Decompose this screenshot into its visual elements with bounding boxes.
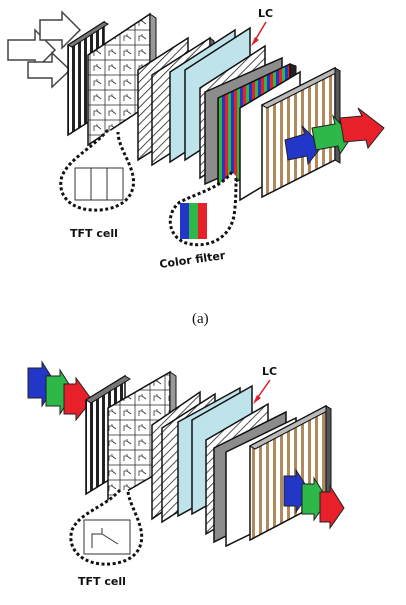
lc-annotation: LC: [251, 7, 273, 46]
lc-label: LC: [258, 7, 273, 20]
tft-cell-label: TFT cell: [78, 575, 126, 588]
color-filter-label: Color filter: [159, 249, 227, 271]
rgb-arrow-icon: [284, 470, 344, 528]
panel-a: LC TFT cell Color filter (a): [8, 7, 384, 327]
lc-annotation: LC: [253, 365, 277, 404]
caption-a: (a): [192, 311, 209, 327]
tft-cell-zoom: TFT cell: [71, 490, 142, 588]
panel-b: LC TFT cell: [28, 362, 344, 588]
color-filter-zoom: Color filter: [159, 172, 236, 271]
rgb-arrow-icon: [28, 362, 92, 420]
tft-cell-zoom: TFT cell: [61, 130, 134, 240]
tft-cell-label: TFT cell: [70, 227, 118, 240]
lc-label: LC: [262, 365, 277, 378]
